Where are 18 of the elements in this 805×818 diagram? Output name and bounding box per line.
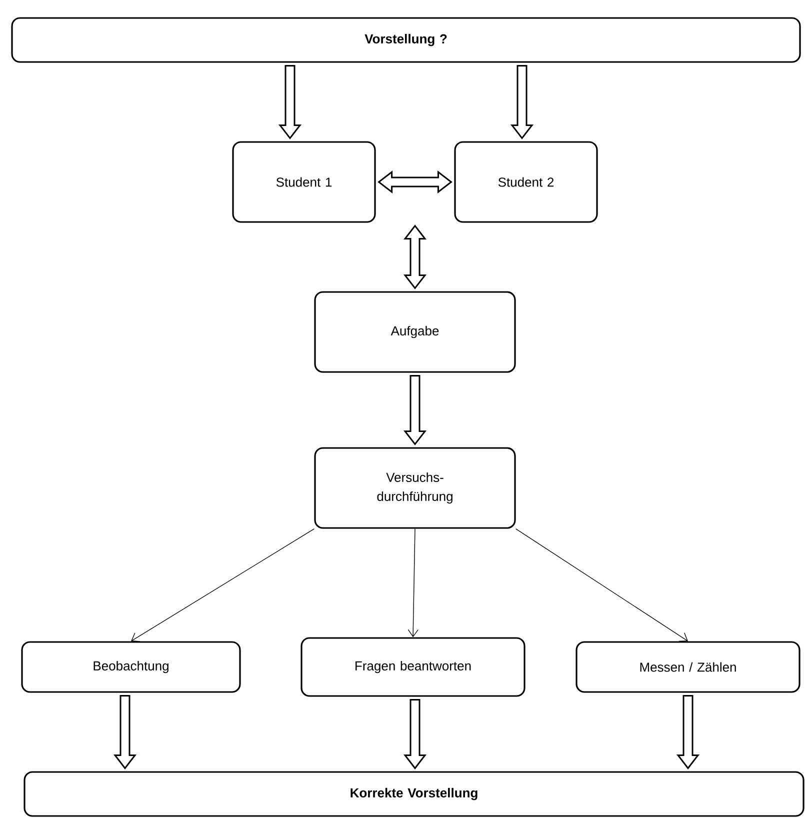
- process-box: Messen / Zählen: [576, 641, 800, 693]
- arrow: [113, 695, 137, 770]
- arrow: [278, 65, 302, 140]
- process-box: Student 1: [232, 141, 376, 223]
- arrow: [510, 65, 534, 140]
- header-box: Vorstellung ?: [11, 17, 801, 63]
- process-box: Student 2: [454, 141, 598, 223]
- arrow: [131, 528, 315, 642]
- arrow: [403, 375, 427, 446]
- process-box: Fragen beantworten: [300, 637, 526, 697]
- process-box: Versuchs- durchführung: [314, 447, 516, 529]
- arrow: [676, 695, 700, 770]
- arrow: [408, 528, 418, 638]
- arrow: [403, 699, 427, 770]
- process-box: Beobachtung: [21, 641, 241, 693]
- arrow: [515, 528, 688, 642]
- result-box: Korrekte Vorstellung: [24, 771, 804, 817]
- process-box: Aufgabe: [314, 291, 516, 373]
